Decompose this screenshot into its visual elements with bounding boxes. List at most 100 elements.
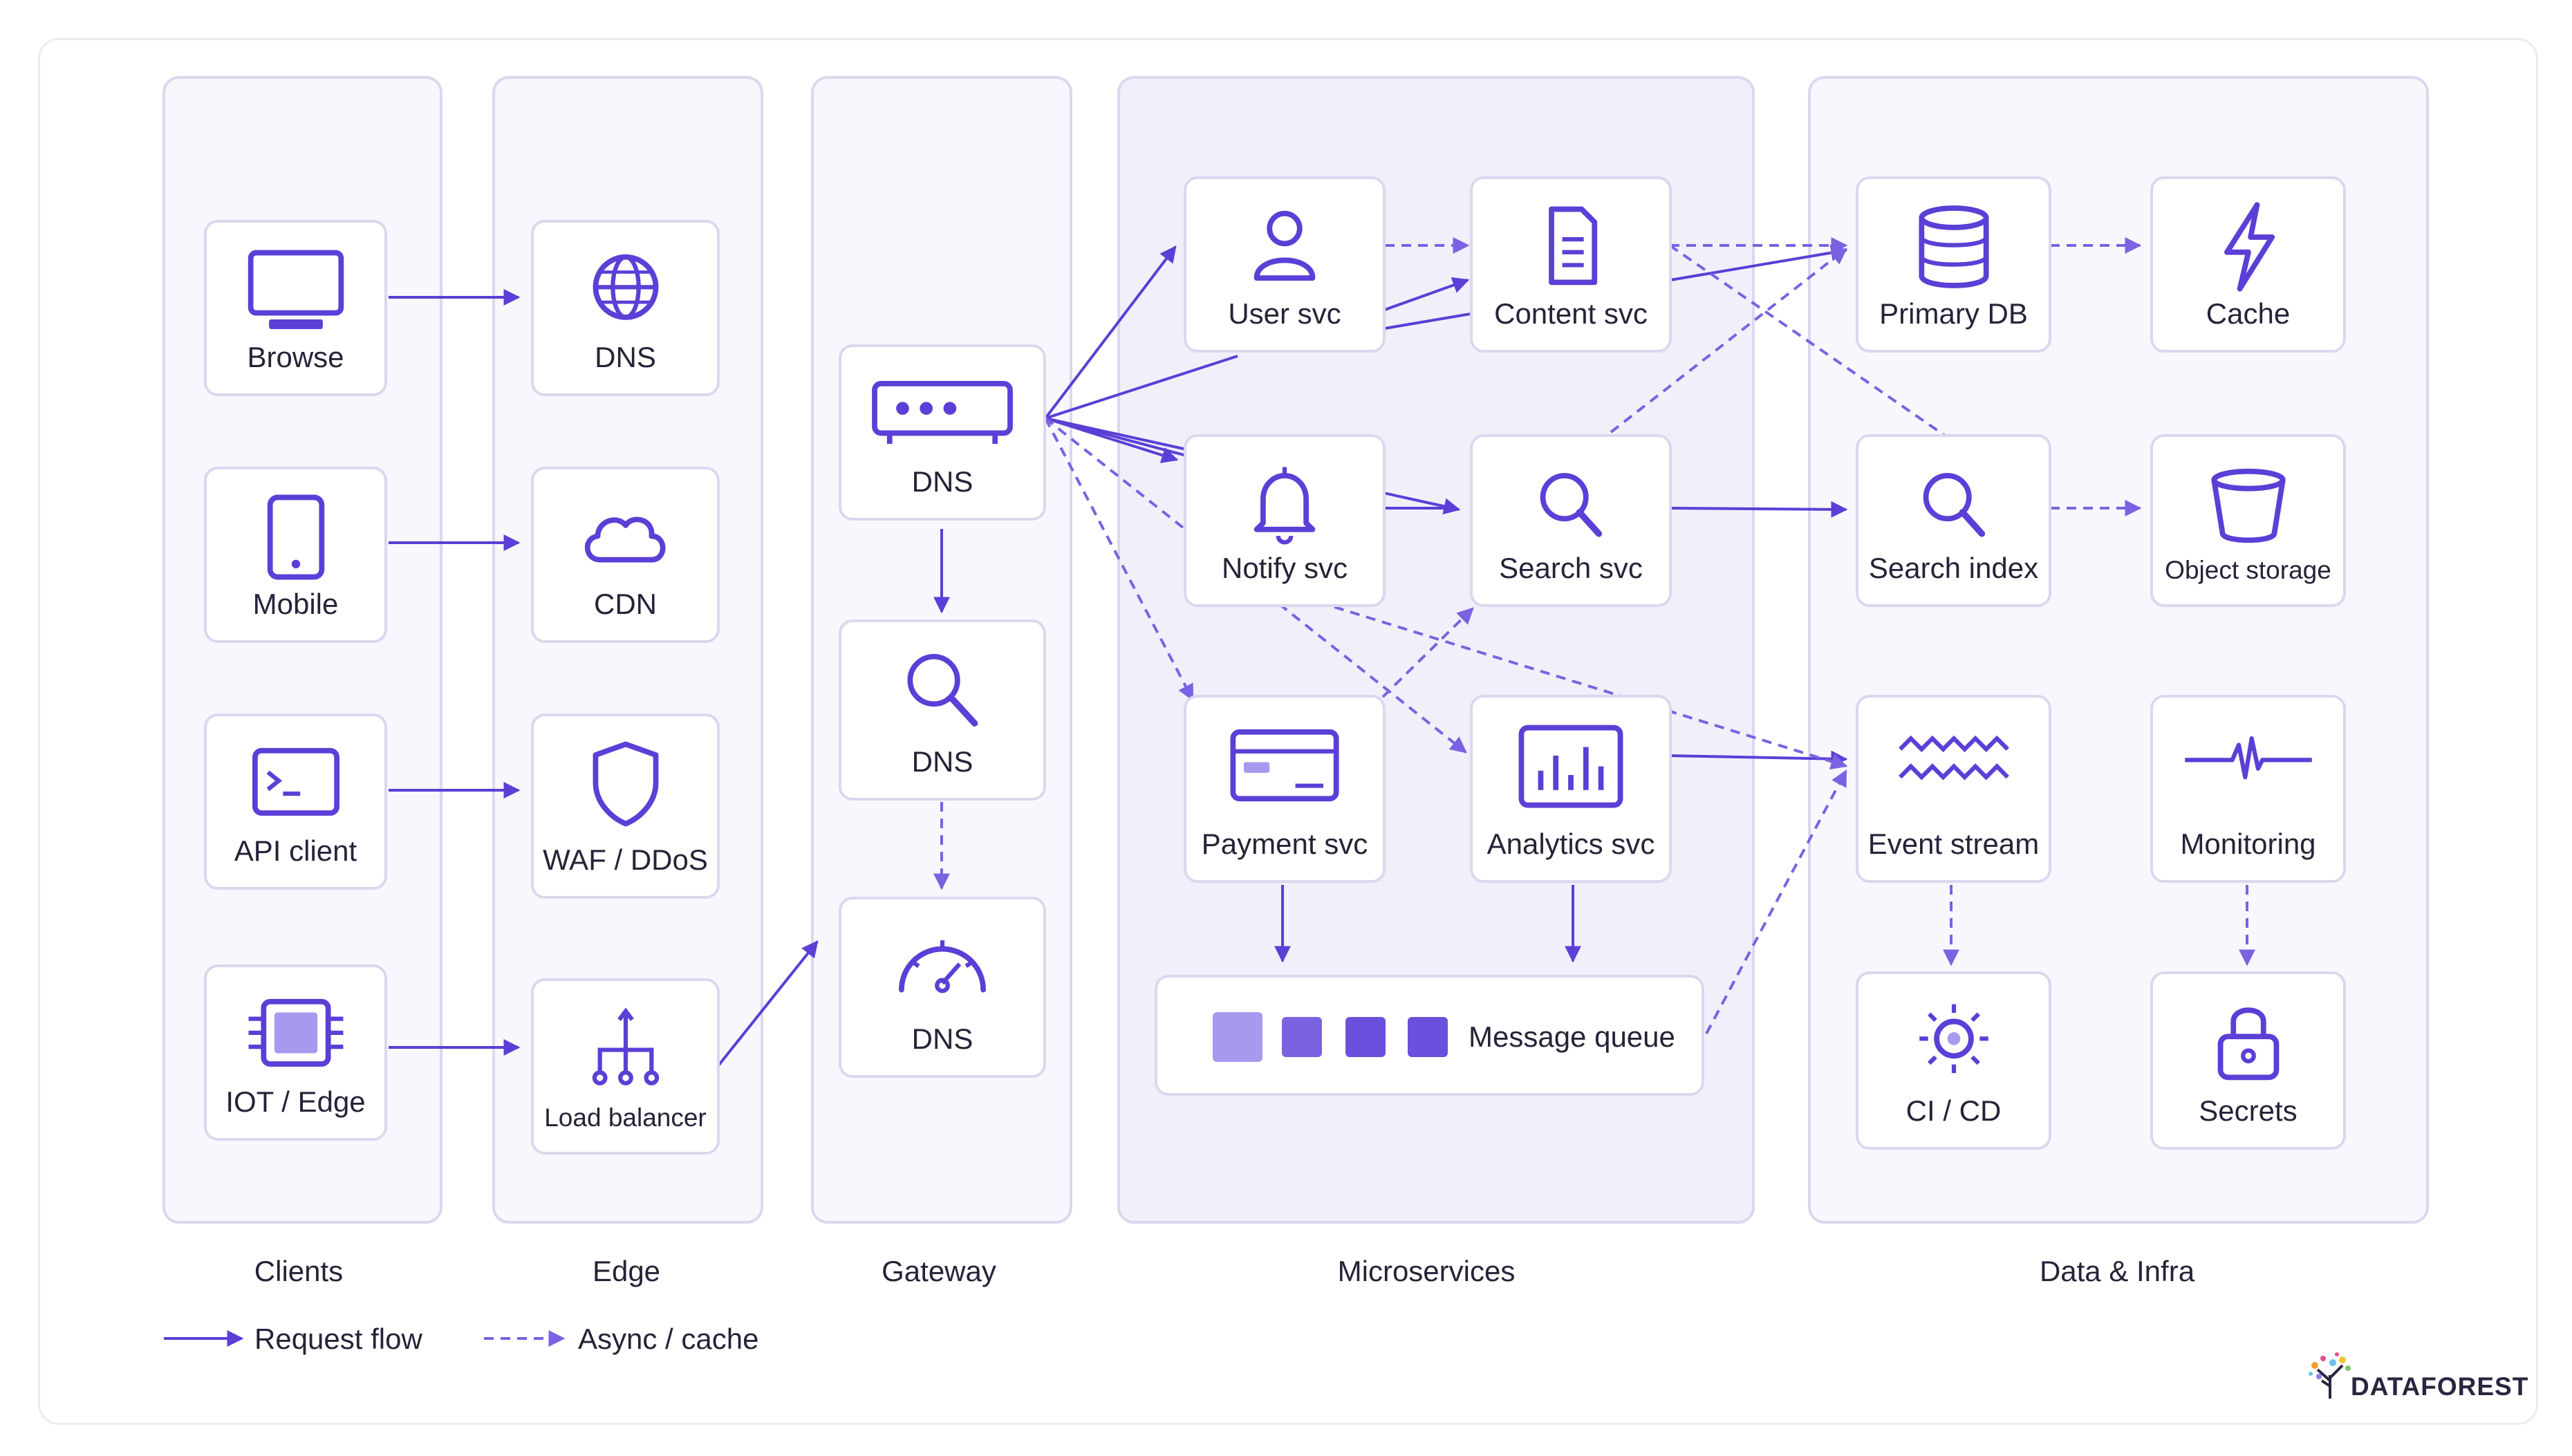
node-label: Primary DB (1879, 297, 2028, 330)
brand-logo: DATAFOREST (2302, 1338, 2528, 1401)
node-label: Notify svc (1221, 552, 1348, 584)
node-payment-svc: Payment svc (1184, 695, 1386, 883)
node-notify-svc: Notify svc (1184, 434, 1386, 607)
node-label: DNS (595, 341, 656, 373)
node-label: Message queue (1469, 1020, 1675, 1053)
search-icon (887, 642, 998, 738)
globe-icon (570, 242, 681, 339)
edge-search-searchindex (1669, 501, 1848, 518)
node-gateway-dns-3: DNS (839, 897, 1046, 1078)
node-content-svc: Content svc (1470, 176, 1672, 353)
node-gateway-dns-1: DNS (839, 344, 1046, 521)
node-label: CDN (594, 588, 657, 620)
group-label-microservices: Microservices (1337, 1255, 1516, 1287)
node-ci-cd: CI / CD (1856, 971, 2051, 1150)
edge-payment-searchsvc (1381, 607, 1474, 698)
router-icon (859, 366, 1025, 463)
edge-gw-user (1044, 245, 1177, 420)
node-label: DNS (911, 465, 973, 498)
credit-card-icon (1215, 717, 1354, 814)
node-object-storage: Object storage (2150, 434, 2346, 607)
load-balancer-icon (570, 1000, 681, 1097)
document-icon (1516, 198, 1626, 295)
node-label: DNS (911, 1023, 973, 1055)
node-label: Object storage (2165, 556, 2331, 584)
chip-icon (241, 987, 351, 1083)
node-label: CI / CD (1905, 1094, 2002, 1127)
node-label: Payment svc (1201, 828, 1368, 860)
node-label: Monitoring (2180, 828, 2316, 860)
lock-icon (2193, 993, 2304, 1090)
edge-analytics-eventstream (1669, 750, 1848, 767)
node-label: Event stream (1867, 828, 2040, 860)
wave-icon (1885, 717, 2023, 814)
cloud-icon (570, 489, 681, 586)
node-search-index: Search index (1856, 434, 2051, 607)
tree-logo-icon (2309, 1352, 2351, 1399)
bell-icon (1229, 456, 1340, 553)
gauge-icon (887, 919, 998, 1016)
node-load-balancer: Load balancer (531, 978, 720, 1155)
heartbeat-icon (2172, 717, 2324, 814)
gear-icon (1899, 993, 2009, 1090)
legend-async-cache: Async / cache (578, 1323, 759, 1355)
node-label: WAF / DDoS (543, 843, 708, 876)
node-label: Browse (247, 341, 344, 373)
node-dns: DNS (531, 220, 720, 396)
queue-block (1408, 1017, 1448, 1057)
node-cache: Cache (2150, 176, 2346, 353)
edge-notify-eventstream (1334, 606, 1848, 770)
queue-block (1282, 1017, 1322, 1057)
edge-user-content (1384, 277, 1470, 311)
node-analytics-svc: Analytics svc (1470, 695, 1672, 883)
node-cdn: CDN (531, 467, 720, 643)
node-api-client: API client (204, 713, 387, 890)
node-mobile: Mobile (204, 467, 387, 643)
lightning-icon (2193, 198, 2304, 295)
monitor-icon (241, 242, 351, 339)
search-icon (1516, 456, 1626, 553)
queue-block (1345, 1017, 1386, 1057)
database-icon (1899, 198, 2009, 295)
node-message-queue: Message queue (1155, 975, 1704, 1096)
node-label: Search svc (1499, 552, 1643, 584)
tablet-icon (241, 489, 351, 586)
shield-icon (570, 736, 681, 832)
edge-gw-payment (1044, 418, 1194, 702)
node-label: Cache (2206, 297, 2291, 330)
legend-request-flow: Request flow (254, 1323, 422, 1355)
node-event-stream: Event stream (1856, 695, 2051, 883)
node-label: API client (234, 834, 357, 867)
node-label: DNS (911, 745, 973, 778)
node-browse: Browse (204, 220, 387, 396)
bucket-icon (2193, 456, 2304, 553)
edge-lb-gateway (718, 940, 819, 1066)
group-label-clients: Clients (254, 1255, 344, 1287)
group-label-gateway: Gateway (882, 1255, 996, 1287)
node-label: IOT / Edge (225, 1085, 366, 1118)
edge-gw-user-base (1045, 355, 1238, 420)
edge-queue-eventstream (1705, 769, 1847, 1034)
group-label-edge: Edge (592, 1255, 661, 1287)
brand-name: DATAFOREST (2351, 1372, 2529, 1401)
node-label: Search index (1868, 552, 2039, 584)
node-label: Load balancer (544, 1103, 707, 1132)
search-icon (1899, 456, 2009, 553)
node-label: Secrets (2199, 1094, 2298, 1127)
terminal-icon (241, 736, 351, 832)
node-waf-ddos: WAF / DDoS (531, 713, 720, 899)
node-gateway-dns-2: DNS (839, 619, 1046, 801)
node-label: Content svc (1494, 297, 1648, 330)
node-iot-edge: IOT / Edge (204, 964, 387, 1141)
node-secrets: Secrets (2150, 971, 2346, 1150)
node-user-svc: User svc (1184, 176, 1386, 353)
node-label: User svc (1228, 297, 1341, 330)
node-label: Mobile (252, 588, 339, 620)
node-label: Analytics svc (1487, 828, 1655, 860)
user-icon (1229, 198, 1340, 295)
node-monitoring: Monitoring (2150, 695, 2346, 883)
node-search-svc: Search svc (1470, 434, 1672, 607)
bar-chart-icon (1502, 717, 1640, 814)
node-primary-db: Primary DB (1856, 176, 2051, 353)
group-label-data-infra: Data & Infra (2039, 1255, 2195, 1287)
